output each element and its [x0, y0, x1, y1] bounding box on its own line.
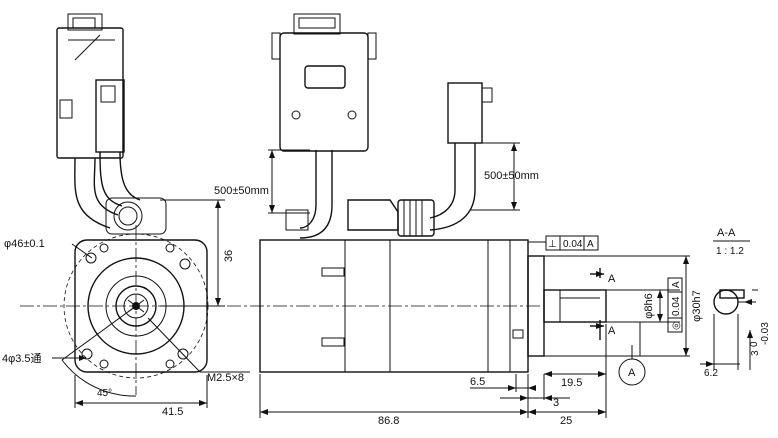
svg-text:0.04: 0.04 [671, 296, 682, 316]
svg-text:⊥: ⊥ [548, 239, 557, 250]
dim-3: 3 [553, 397, 559, 409]
label-angle: 45° [97, 388, 112, 399]
shaft [543, 289, 607, 323]
dim-pilot-dia: φ30h7 [691, 290, 703, 322]
section-marker-top: A [608, 273, 616, 285]
section-title: A-A [717, 227, 736, 239]
dim-key: 3 [750, 350, 761, 356]
side-connector-1 [271, 13, 377, 152]
dim-key-upper: 0 [749, 341, 760, 347]
section-marker-bottom: A [608, 325, 616, 337]
dim-shaft-dia: φ8h6 [643, 293, 655, 319]
dim-41-5: 41.5 [162, 406, 183, 418]
front-connector [56, 13, 125, 159]
dim-36: 36 [223, 250, 235, 262]
datum-circle: A [628, 367, 636, 379]
front-view: 36 φ46±0.1 4φ3.5通 M2.5×8 45° 41.5 [2, 13, 540, 418]
svg-text:A: A [587, 239, 594, 250]
runout-frame: A 0.04 ◎ [667, 277, 683, 333]
section-scale: 1 : 1.2 [716, 246, 744, 257]
front-cable [74, 151, 167, 235]
dim-shaft-length: 25 [560, 415, 572, 427]
dim-19-5: 19.5 [561, 377, 582, 389]
dim-cable-2: 500±50mm [484, 170, 539, 182]
label-thread: M2.5×8 [207, 372, 244, 384]
dim-key-tol: -0.03 [760, 322, 771, 345]
section-view: A-A 1 : 1.2 6.2 3 0 -0.03 [700, 227, 771, 379]
perpendicularity-frame: ⊥ 0.04 A [545, 235, 599, 251]
dim-6-5: 6.5 [470, 376, 485, 388]
mount-holes [81, 243, 191, 369]
svg-text:0.04: 0.04 [563, 239, 583, 250]
side-view: 500±50mm 500±50mm [214, 13, 703, 427]
label-mount-holes: 4φ3.5通 [2, 352, 42, 365]
dim-cable-1: 500±50mm [214, 185, 269, 197]
svg-text:A: A [671, 281, 682, 288]
dim-shaft-flat: 6.2 [704, 368, 718, 379]
svg-text:◎: ◎ [671, 321, 682, 330]
dim-body-length: 86.8 [378, 415, 399, 427]
label-flange-pcd: φ46±0.1 [4, 238, 45, 250]
side-connector-2 [347, 82, 493, 237]
